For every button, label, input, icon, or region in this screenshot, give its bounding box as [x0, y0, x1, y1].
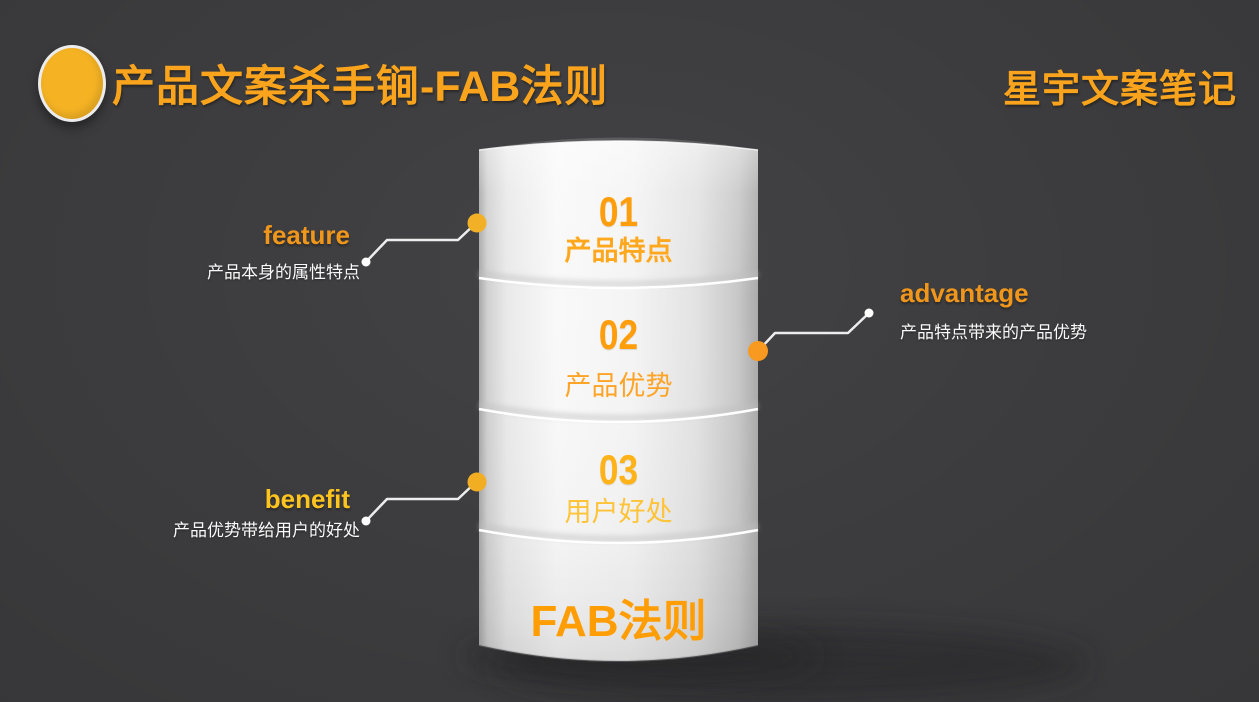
section-3-number: 03 [598, 446, 639, 493]
feature-anchor-dot-icon [467, 213, 487, 233]
benefit-endpoint-dot-icon [361, 516, 371, 526]
divider-2-shadow [478, 401, 759, 422]
feature-endpoint-dot-icon [361, 257, 371, 267]
benefit-callout-label: benefit [264, 484, 350, 514]
advantage-callout-desc: 产品特点带来的产品优势 [900, 323, 1087, 342]
cylinder-top-edge-highlight [478, 140, 759, 151]
deco-circle-icon [38, 45, 106, 122]
divider-1-shadow [478, 270, 759, 288]
divider-3-shadow [478, 522, 759, 543]
advantage-anchor-dot-icon [748, 341, 768, 361]
page-title: 产品文案杀手锏-FAB法则 [112, 52, 608, 114]
feature-callout-desc: 产品本身的属性特点 [207, 263, 360, 282]
cylinder-top-rim [479, 137, 758, 150]
cylinder-bottom-edge [478, 644, 759, 662]
benefit-anchor-dot-icon [467, 472, 487, 492]
section-1-number: 01 [598, 188, 639, 235]
cylinder-caption: FAB法则 [530, 597, 707, 646]
divider-2 [478, 407, 759, 424]
section-1-label: 产品特点 [564, 236, 673, 266]
title-part-zh-right: 法则 [520, 63, 609, 111]
advantage-endpoint-dot-icon [864, 308, 874, 318]
feature-callout-label: feature [263, 220, 350, 250]
title-part-zh-left: 产品文案杀手锏 [112, 63, 420, 111]
benefit-callout-desc: 产品优势带给用户的好处 [173, 521, 360, 540]
title-part-en: -FAB [420, 63, 521, 111]
divider-3 [478, 528, 759, 545]
divider-1 [478, 276, 759, 290]
cylinder-body-sheen [479, 141, 758, 661]
brand-text: 星宇文案笔记 [1002, 69, 1237, 111]
benefit-connector-line [365, 481, 477, 522]
section-3-label: 用户好处 [564, 497, 673, 527]
section-2-label: 产品优势 [564, 371, 673, 401]
advantage-connector-line [757, 312, 870, 352]
advantage-callout-label: advantage [900, 278, 1029, 308]
section-2-number: 02 [598, 311, 639, 358]
feature-connector-line [365, 222, 477, 263]
